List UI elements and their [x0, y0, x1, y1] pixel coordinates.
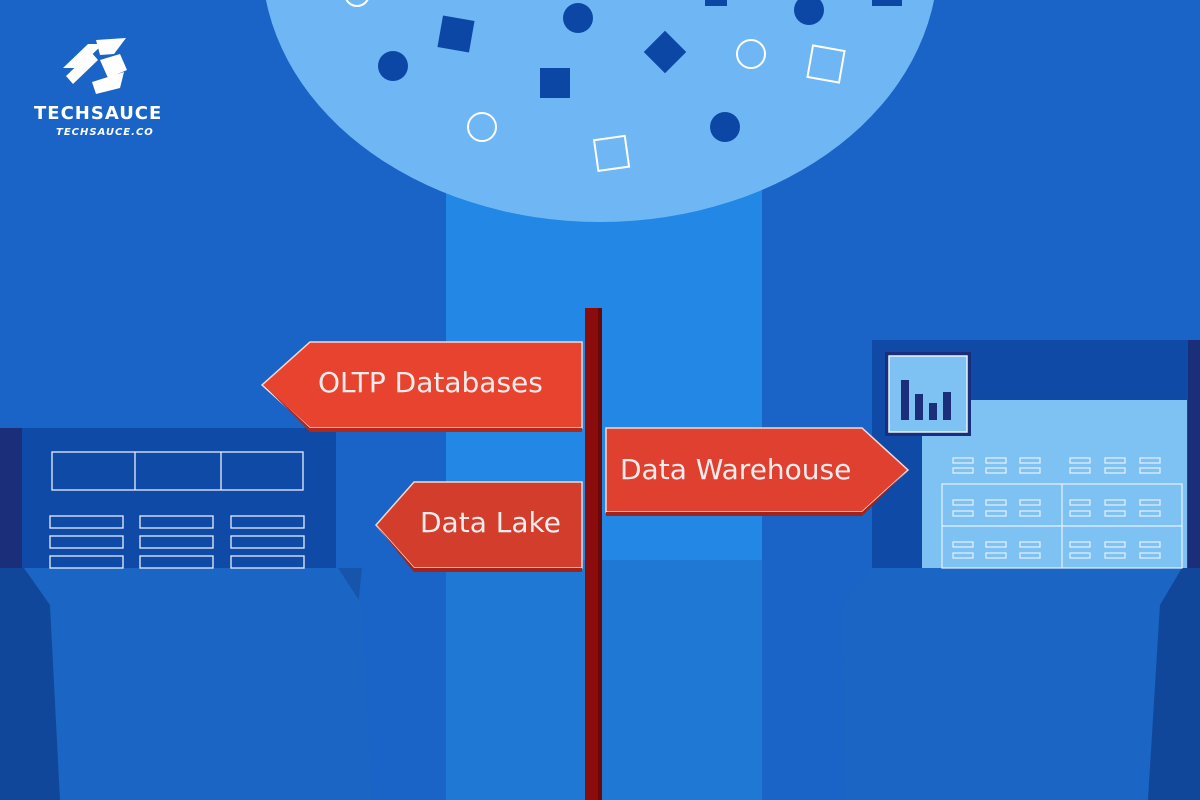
signpost-pole-shade — [598, 308, 602, 800]
circle-shape — [710, 112, 740, 142]
square-shape — [872, 0, 902, 6]
circle-outline-shape — [467, 112, 497, 142]
sign-oltp-shape — [260, 341, 583, 432]
sign-data-warehouse-label: Data Warehouse — [620, 453, 852, 486]
circle-shape — [378, 51, 408, 81]
left-cliff — [0, 428, 372, 800]
circle-shape — [563, 3, 593, 33]
logo-icon — [63, 38, 127, 94]
light-beam-lower — [446, 560, 762, 800]
sign-oltp-label: OLTP Databases — [318, 366, 543, 399]
circle-outline-shape — [736, 39, 766, 69]
square-shape — [437, 15, 475, 53]
sign-data-lake-shape — [374, 481, 583, 572]
sign-data-lake-label: Data Lake — [420, 506, 561, 539]
right-cliff-shadow — [1148, 568, 1200, 800]
warehouse-shelves — [941, 457, 1183, 569]
circle-outline-shape — [345, 0, 369, 7]
right-building-edge — [1188, 340, 1200, 568]
square-outline-shape — [806, 44, 846, 84]
circle-shape — [794, 0, 824, 25]
right-cliff — [842, 340, 1200, 800]
signpost-pole — [585, 308, 602, 800]
brand-url: TECHSAUCE.CO — [56, 127, 154, 138]
chart-sign-panel — [888, 355, 968, 433]
left-building — [22, 428, 336, 568]
left-cliff-shadow — [0, 568, 62, 800]
bar-chart-icon — [901, 380, 951, 420]
data-moon — [266, 0, 934, 222]
square-shape — [540, 68, 570, 98]
brand-name: TECHSAUCE — [34, 103, 163, 124]
left-building-edge — [0, 428, 22, 568]
sign-data-warehouse-shape — [605, 427, 910, 516]
square-shape — [705, 0, 727, 6]
moon-circle — [266, 0, 934, 222]
left-table-grid — [49, 451, 305, 569]
right-cliff-top — [842, 568, 1182, 800]
square-outline-shape — [592, 134, 631, 173]
left-cliff-top — [24, 568, 372, 800]
